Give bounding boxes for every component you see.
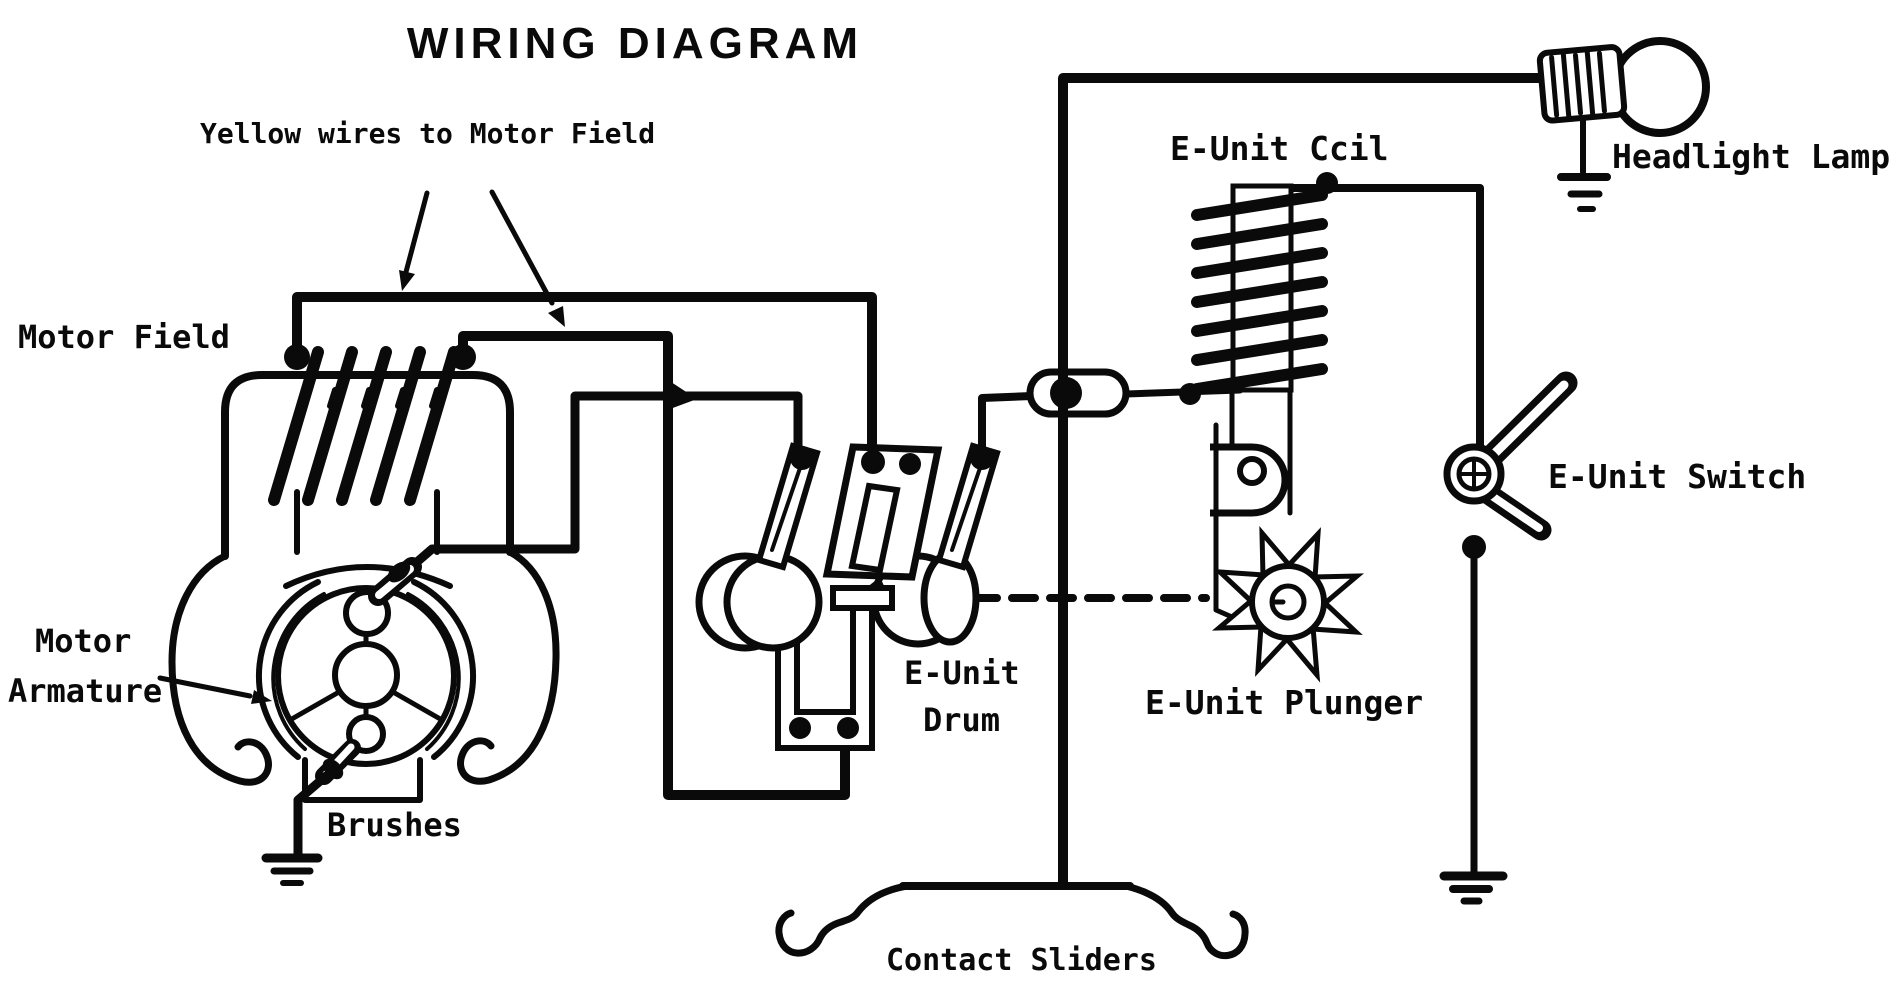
label-brushes: Brushes [327, 806, 462, 844]
drum-plate-contact [899, 453, 921, 475]
motor-left-horn [168, 552, 272, 786]
top-brush [387, 561, 411, 583]
field-terminal-left [284, 344, 310, 370]
label-motor-armature-1: Motor [35, 622, 131, 660]
motor [168, 344, 560, 886]
yellow-wire-1 [292, 292, 877, 467]
commutator-spoke [287, 689, 342, 723]
pole-arc-right-inner [406, 592, 461, 751]
label-e-unit-switch: E-Unit Switch [1548, 457, 1806, 496]
arrowhead [399, 270, 415, 291]
label-arrows [157, 189, 565, 704]
center-pickup-wire [1058, 73, 1550, 889]
slider-shoe-right [1122, 882, 1249, 960]
junction-contact [1050, 377, 1082, 409]
drum-axle-notch [866, 577, 885, 588]
motor-right-horn [457, 548, 560, 785]
e-unit-coil-symbol [1191, 172, 1338, 516]
drum-cylinder-left [723, 552, 823, 652]
pickup-junction-symbol [1026, 367, 1201, 419]
brushes-symbol [315, 557, 422, 785]
drum-fingers [755, 442, 1001, 571]
yellow-label-arrow-2 [489, 189, 555, 306]
headlight-lamp-symbol [1536, 37, 1710, 212]
switch-terminal [1462, 535, 1486, 559]
commutator-spoke [390, 689, 445, 723]
brush-bracket [302, 757, 423, 803]
arrowhead [548, 306, 565, 327]
drum-cylinder-cap [920, 550, 980, 646]
label-e-unit-drum-2: Drum [923, 701, 1000, 739]
yellow-wire-2 [458, 331, 850, 800]
motor-field-winding [268, 346, 460, 506]
drum-plate-contact [861, 450, 885, 474]
label-e-unit-drum-1: E-Unit [904, 654, 1020, 692]
slider-shoe-left [775, 882, 911, 957]
e-unit-plunger-symbol [1210, 422, 1364, 683]
drum-frame-contact [789, 717, 811, 739]
drum-axle [830, 585, 895, 611]
finger-to-junction-wire [978, 392, 1036, 466]
field-terminal-right [450, 344, 476, 370]
pole-arc-left-inner [271, 592, 326, 751]
lamp-screw-base [1536, 44, 1628, 124]
coil-top-junction [1316, 172, 1338, 194]
e-unit-drum-symbol [695, 442, 1001, 751]
label-motor-field: Motor Field [18, 318, 230, 356]
switch-ground-symbol [1439, 871, 1508, 905]
lamp-bulb [1610, 37, 1710, 137]
page-title: WIRING DIAGRAM [407, 19, 863, 68]
coil-turns [1191, 189, 1328, 395]
plunger-rod [1213, 422, 1235, 620]
junction-arrowhead [668, 380, 697, 409]
label-e-unit-plunger: E-Unit Plunger [1145, 683, 1423, 722]
pole-arc-left [255, 579, 321, 760]
wires [292, 73, 1550, 889]
motor-housing [221, 371, 514, 560]
lamp-ground-symbol [1557, 115, 1611, 212]
pole-shoe [283, 564, 453, 589]
contact-sliders-symbol [775, 882, 1249, 960]
plunger-pivot-hole [1237, 456, 1267, 486]
label-motor-armature-2: Armature [8, 672, 162, 710]
label-e-unit-coil: E-Unit Ccil [1170, 129, 1389, 168]
label-headlight-lamp: Headlight Lamp [1612, 137, 1890, 176]
pole-arc-right [411, 579, 477, 760]
label-contact-sliders: Contact Sliders [886, 943, 1157, 978]
label-yellow-wires: Yellow wires to Motor Field [200, 117, 655, 150]
yellow-label-arrow-1 [403, 190, 430, 275]
armature-label-arrow [157, 675, 253, 699]
drum-frame-contact [837, 717, 859, 739]
brush-to-drum-wire [405, 391, 803, 573]
labels: WIRING DIAGRAM Yellow wires to Motor Fie… [8, 19, 1890, 978]
arrowhead [251, 690, 272, 704]
e-unit-switch-symbol [1439, 371, 1578, 905]
armature-shaft [332, 641, 400, 709]
brush-ground-symbol [261, 771, 331, 886]
drum-plate-window [848, 482, 901, 574]
drum-finger-contact [790, 446, 814, 470]
drum-finger-contact [970, 446, 994, 470]
winding-dashes [308, 387, 440, 489]
